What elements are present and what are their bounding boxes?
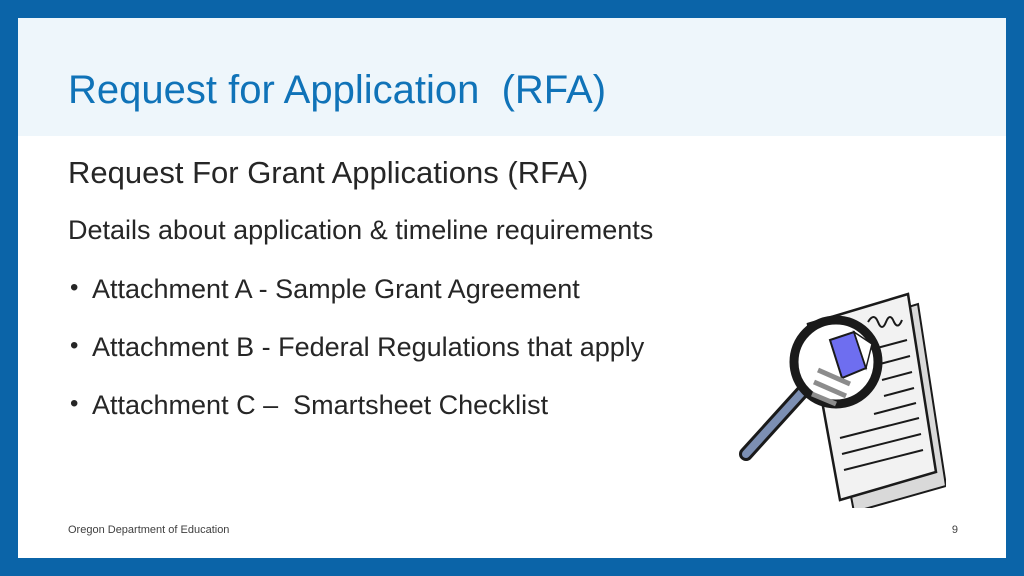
attachment-item-a: • Attachment A - Sample Grant Agreement xyxy=(68,274,580,333)
page-number: 9 xyxy=(951,524,958,536)
slide: Request for Application (RFA) Request Fo… xyxy=(18,18,1006,558)
magnifying-glass-document-icon xyxy=(722,286,948,514)
details-text: Details about application & timeline req… xyxy=(68,215,654,245)
attachment-item-label: Attachment C – Smartsheet Checklist xyxy=(92,390,549,420)
slide-subtitle: Request For Grant Applications (RFA) xyxy=(68,155,589,190)
attachment-list: • Attachment A - Sample Grant Agreement … xyxy=(68,274,644,449)
attachment-item-b: • Attachment B - Federal Regulations tha… xyxy=(68,332,644,391)
slide-title: Request for Application (RFA) xyxy=(68,68,607,112)
attachment-item-label: Attachment B - Federal Regulations that … xyxy=(92,332,645,362)
footer-organization: Oregon Department of Education xyxy=(68,524,230,536)
bullet-icon: • xyxy=(70,390,79,417)
attachment-item-label: Attachment A - Sample Grant Agreement xyxy=(92,274,580,304)
bullet-icon: • xyxy=(70,332,79,359)
bullet-icon: • xyxy=(70,274,79,301)
title-band: Request for Application (RFA) xyxy=(18,18,1006,136)
attachment-item-c: • Attachment C – Smartsheet Checklist xyxy=(68,390,548,449)
